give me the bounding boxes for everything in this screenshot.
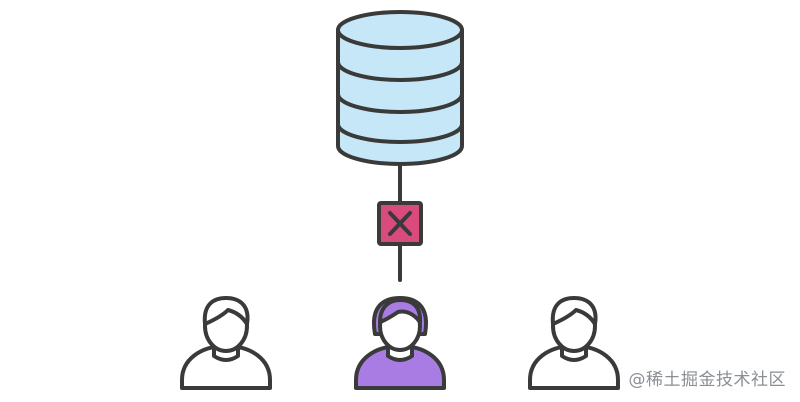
- user-female-icon-center: [354, 296, 446, 390]
- lock-x-icon: [377, 201, 423, 246]
- user-icon-left: [180, 296, 272, 390]
- watermark-text: @稀土掘金技术社区: [628, 370, 786, 390]
- database-icon: [336, 10, 464, 166]
- user-icon-right: [528, 296, 620, 390]
